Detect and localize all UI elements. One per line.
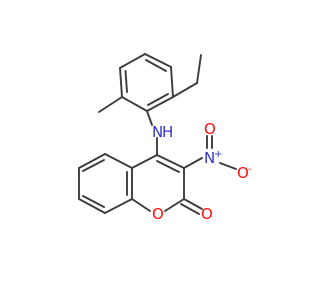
bond-methyl <box>98 96 123 113</box>
pyranone-ring <box>131 154 185 212</box>
nitro-o-top-label: O <box>204 120 216 138</box>
bond-aryl-2-inner <box>124 70 128 93</box>
nitro-n-label: N <box>204 149 215 167</box>
bond-ethyl-2 <box>196 54 202 84</box>
bond-benzo-2 <box>104 198 133 214</box>
carbonyl-o-label: O <box>201 205 213 223</box>
bond-benzo-5-inner <box>82 159 105 172</box>
bond-aryl-6 <box>146 96 174 112</box>
bond-benzo-6 <box>104 153 133 169</box>
bond-c4a-c4 <box>131 154 158 169</box>
bond-c4-c3-inner <box>156 160 180 173</box>
amine-n-label: N <box>152 123 163 141</box>
bond-aryl-5 <box>170 66 174 98</box>
bond-nitro-o-right <box>219 162 237 170</box>
aryl-ring <box>119 53 174 112</box>
bond-benzo-3 <box>78 198 106 214</box>
bond-aryl-2 <box>119 67 123 98</box>
nitro-o-right-charge: - <box>248 164 252 175</box>
bond-c3-nitro <box>183 157 203 169</box>
bond-aryl-4-inner <box>145 59 167 72</box>
bond-aryl-4 <box>144 53 172 68</box>
bond-benzo-5 <box>78 153 106 169</box>
bond-benzo-3-inner <box>82 195 105 208</box>
structure-canvas: N H N + O - O O O <box>78 53 252 223</box>
bond-aryl-3 <box>119 53 146 69</box>
bond-aryl-1 <box>121 96 148 112</box>
nitro-o-right-label: O <box>237 164 249 182</box>
bond-c4-c3 <box>156 154 185 169</box>
bond-aryl-nh <box>146 110 153 126</box>
bond-o1-c8a <box>131 198 151 212</box>
nitro-n-charge: + <box>214 149 222 160</box>
alkyl-substituents <box>98 54 202 113</box>
molecule-structure: N H N + O - O O O <box>78 53 252 223</box>
bond-aryl-6-inner <box>147 93 169 106</box>
bond-carbonyl-b <box>180 203 200 215</box>
amine-h-label: H <box>162 123 173 141</box>
ring-o-label: O <box>152 205 164 223</box>
benzo-ring <box>78 153 133 214</box>
bond-ethyl-1 <box>172 82 198 98</box>
bond-c2-o1 <box>164 198 185 212</box>
bond-carbonyl-a <box>183 198 203 210</box>
